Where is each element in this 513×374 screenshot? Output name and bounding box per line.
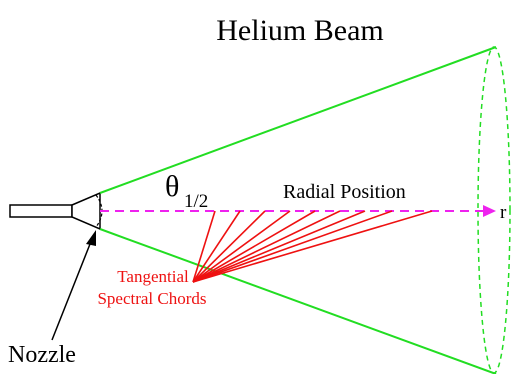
chord-line (192, 210, 266, 283)
chord-line (192, 210, 433, 283)
nozzle-pointer-arrowhead (86, 230, 96, 246)
radial-position-label: Radial Position (283, 181, 406, 203)
nozzle-flare (71, 191, 101, 231)
spectral-chords (192, 210, 433, 283)
chord-line (192, 210, 291, 283)
radial-axis-arrowhead (483, 205, 496, 217)
beam-lower-edge (99, 228, 497, 374)
chord-line (192, 210, 393, 283)
chord-line (192, 210, 316, 283)
chords-label-line2: Spectral Chords (97, 289, 206, 308)
chord-line (192, 210, 241, 283)
diagram-title: Helium Beam (216, 14, 383, 47)
beam-upper-edge (99, 46, 497, 194)
chords-label-line1: Tangential (117, 267, 189, 286)
chord-line (192, 210, 341, 283)
nozzle-pointer-line (51, 238, 93, 341)
chord-line (192, 210, 216, 283)
beam-cross-section (477, 46, 511, 374)
nozzle-tube (9, 204, 73, 218)
nozzle-label: Nozzle (8, 342, 76, 368)
angle-label-subscript: 1/2 (184, 191, 208, 212)
axis-label-r: r (500, 202, 507, 223)
chord-line (192, 210, 366, 283)
angle-label-theta: θ (165, 170, 179, 203)
